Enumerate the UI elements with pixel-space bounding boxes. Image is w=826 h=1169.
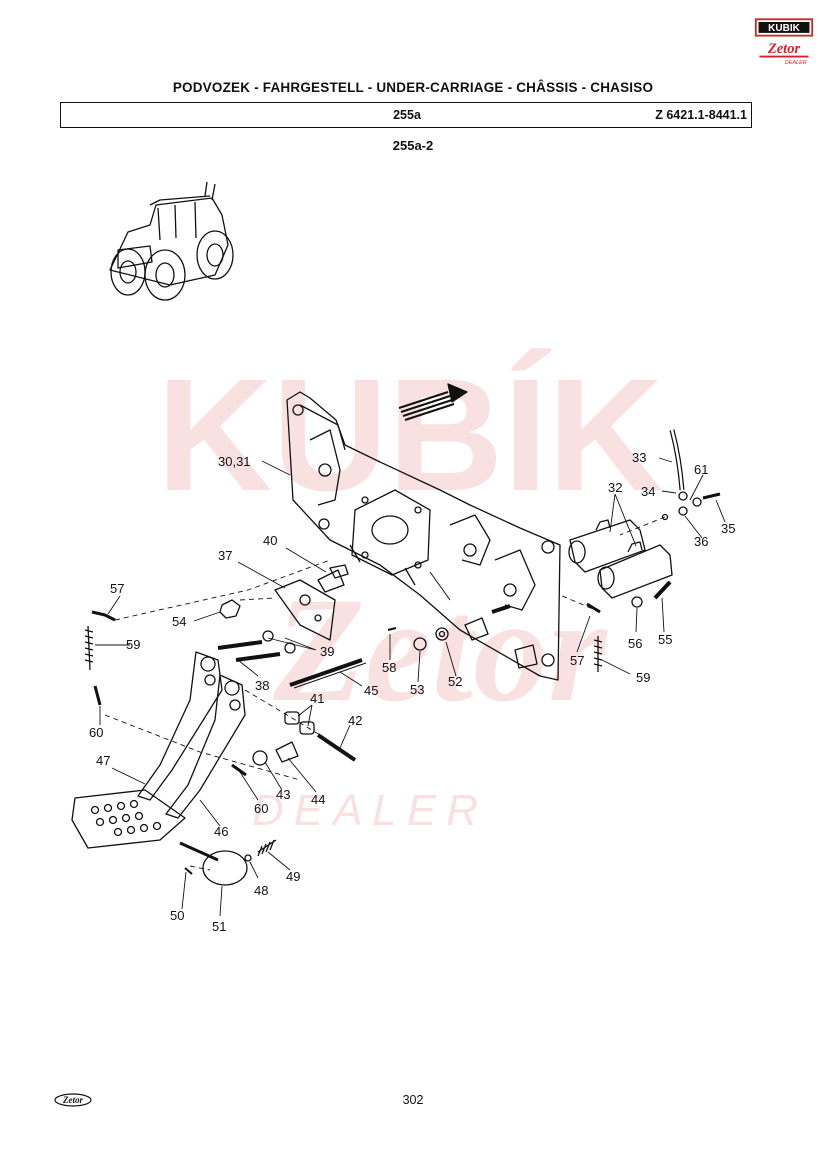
callout-label: 50 xyxy=(170,908,184,923)
callout-label: 55 xyxy=(658,632,672,647)
rubber-pad xyxy=(464,617,489,641)
fitting xyxy=(678,491,688,501)
bushing xyxy=(284,711,300,725)
callout-label: 59 xyxy=(126,637,140,652)
callout-label: 33 xyxy=(632,450,646,465)
callout-label: 44 xyxy=(311,792,325,807)
logo-top-text: KUBIK xyxy=(768,23,800,34)
brake-pedals xyxy=(71,651,246,849)
logo-tag-text: DEALER xyxy=(785,60,807,66)
throttle-disc xyxy=(202,850,248,886)
rubber-pad xyxy=(514,644,538,669)
header-box: 255a Z 6421.1-8441.1 xyxy=(60,102,752,128)
cover-plate xyxy=(274,579,336,641)
callout-label: 51 xyxy=(212,919,226,934)
footer-logo-text: Zetor xyxy=(62,1095,83,1105)
assembly-guide-lines xyxy=(104,516,666,871)
callout-label: 48 xyxy=(254,883,268,898)
direction-arrow xyxy=(398,383,468,421)
callout-label: 38 xyxy=(255,678,269,693)
callout-label: 35 xyxy=(721,521,735,536)
return-spring xyxy=(593,636,603,672)
section-code: 255a xyxy=(393,108,421,122)
callout-label: 59 xyxy=(636,670,650,685)
nut xyxy=(219,599,241,619)
callout-label: 53 xyxy=(410,682,424,697)
callout-label: 61 xyxy=(694,462,708,477)
bolt xyxy=(217,640,263,650)
callout-label: 36 xyxy=(694,534,708,549)
callout-label: 56 xyxy=(628,636,642,651)
dealer-watermark: KUBÍK Zetor DEALER xyxy=(157,345,664,835)
callout-label: 43 xyxy=(276,787,290,802)
page-title: PODVOZEK - FAHRGESTELL - UNDER-CARRIAGE … xyxy=(172,80,654,95)
callout-label: 41 xyxy=(310,691,324,706)
callout-label: 58 xyxy=(382,660,396,675)
pin xyxy=(316,733,357,762)
callout-labels: 30,31 37 40 57 59 54 39 38 60 41 42 45 4… xyxy=(89,450,735,934)
callout-label: 45 xyxy=(364,683,378,698)
nut xyxy=(631,596,643,608)
callout-label: 57 xyxy=(570,653,584,668)
bolt xyxy=(93,685,102,706)
callout-label: 32 xyxy=(608,480,622,495)
tractor-illustration xyxy=(109,181,234,301)
sleeve xyxy=(275,741,299,763)
callout-label: 39 xyxy=(320,644,334,659)
pedal-bracket xyxy=(286,391,561,681)
return-spring xyxy=(84,625,94,671)
bolt xyxy=(91,610,116,622)
model-range: Z 6421.1-8441.1 xyxy=(655,108,747,122)
callout-label: 37 xyxy=(218,548,232,563)
callout-label: 40 xyxy=(263,533,277,548)
callout-label: 54 xyxy=(172,614,186,629)
washer xyxy=(252,750,268,766)
callout-leaders xyxy=(95,457,726,917)
callout-label: 52 xyxy=(448,674,462,689)
watermark-word-3: DEALER xyxy=(252,786,488,835)
footer-zetor-logo: Zetor xyxy=(54,1093,92,1107)
kubik-zetor-logo: KUBIK Zetor DEALER xyxy=(754,18,814,66)
spring xyxy=(257,839,277,857)
subsection-code: 255a-2 xyxy=(392,138,434,153)
page-number: 302 xyxy=(402,1093,424,1107)
watermark-word-2: Zetor xyxy=(272,567,608,733)
brake-light-switch xyxy=(317,569,345,593)
callout-label: 47 xyxy=(96,753,110,768)
callout-label: 57 xyxy=(110,581,124,596)
brake-master-cylinders xyxy=(568,519,673,599)
callout-label: 49 xyxy=(286,869,300,884)
nut xyxy=(413,637,427,651)
callout-label: 42 xyxy=(348,713,362,728)
callout-label: 30,31 xyxy=(218,454,251,469)
logo-bottom-text: Zetor xyxy=(767,41,801,57)
callout-label: 34 xyxy=(641,484,655,499)
callout-label: 60 xyxy=(254,801,268,816)
watermark-word-1: KUBÍK xyxy=(157,345,664,524)
callout-label: 60 xyxy=(89,725,103,740)
pedal-shaft xyxy=(289,658,363,687)
rod xyxy=(179,841,219,862)
callout-label: 46 xyxy=(214,824,228,839)
